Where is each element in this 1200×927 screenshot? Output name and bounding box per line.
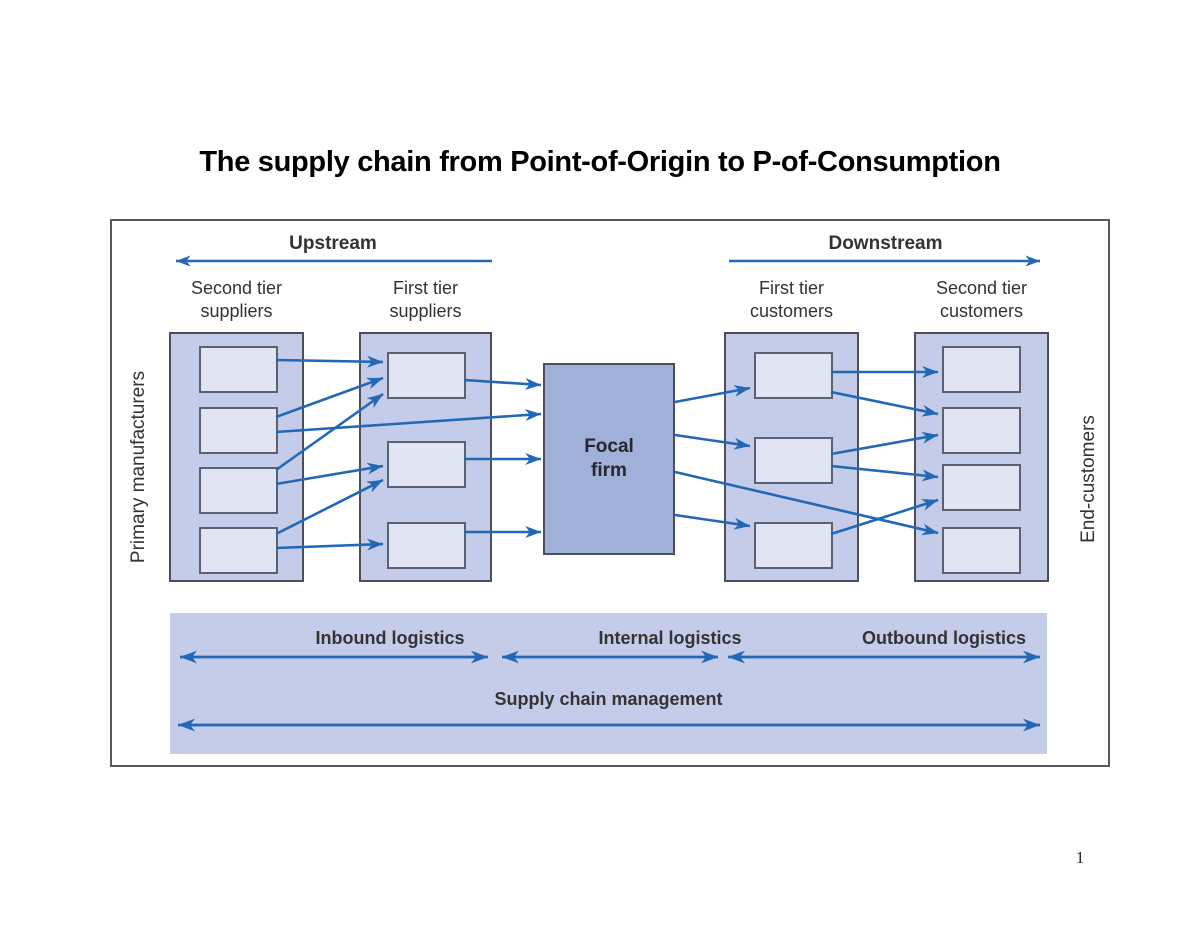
flow-arrow [275,538,384,551]
first-tier-customer-box-1 [754,352,833,399]
column-label-second-tier-suppliers: Second tier suppliers [190,278,283,321]
flow-arrow [463,378,542,390]
first-tier-customer-box-3 [754,522,833,569]
first-tier-customers-group [724,332,859,582]
flow-arrow [275,462,384,486]
flow-arrow [830,390,939,417]
focal-firm-box: Focal firm [543,363,675,555]
flow-arrow [275,409,542,434]
second-tier-customer-box-3 [942,464,1021,511]
column-label-first-tier-customers: First tier customers [749,278,834,321]
flow-arrow [830,431,939,456]
second-tier-supplier-box-1 [199,346,278,393]
flow-arrow [674,470,939,536]
flow-arrow [275,392,384,472]
flow-arrow [830,498,939,536]
internal-logistics-label: Internal logistics [598,628,742,648]
flow-arrow [674,433,751,450]
first-tier-supplier-box-3 [387,522,466,569]
first-tier-supplier-box-2 [387,441,466,488]
column-label-second-tier-customers: Second tier customers [935,278,1028,321]
primary-manufacturers-label: Primary manufacturers [128,370,149,564]
focal-firm-label-line1: Focal [584,436,634,457]
upstream-label: Upstream [289,233,377,254]
logistics-arrows [177,650,1041,732]
second-tier-suppliers-group [169,332,304,582]
first-tier-customer-box-2 [754,437,833,484]
slide-title: The supply chain from Point-of-Origin to… [199,146,1001,178]
second-tier-supplier-box-4 [199,527,278,574]
supply-chain-management-label: Supply chain management [494,689,723,709]
column-label-first-tier-suppliers: First tier suppliers [389,278,462,321]
flow-arrow [674,513,751,530]
end-customers-label: End-customers [1078,415,1099,543]
first-tier-supplier-box-1 [387,352,466,399]
flow-arrow [830,464,939,482]
flow-arrow [275,355,384,368]
second-tier-customer-box-2 [942,407,1021,454]
page-number: 1 [1075,848,1085,867]
second-tier-customer-box-1 [942,346,1021,393]
second-tier-customers-group [914,332,1049,582]
supply-chain-diagram: Upstream Downstream Second tier supplier… [110,219,1110,767]
outbound-logistics-label: Outbound logistics [862,628,1026,648]
flow-arrow [275,478,384,536]
second-tier-customer-box-4 [942,527,1021,574]
supplier-flow-arrows [275,355,542,551]
second-tier-supplier-box-2 [199,407,278,454]
first-tier-suppliers-group [359,332,492,582]
second-tier-supplier-box-3 [199,467,278,514]
flow-arrow [674,385,751,404]
flow-arrow [275,376,384,419]
flow-arrows [175,255,1041,732]
downstream-label: Downstream [828,233,943,254]
inbound-logistics-label: Inbound logistics [315,628,465,648]
customer-flow-arrows [674,366,939,536]
focal-firm-label-line2: firm [591,460,627,481]
